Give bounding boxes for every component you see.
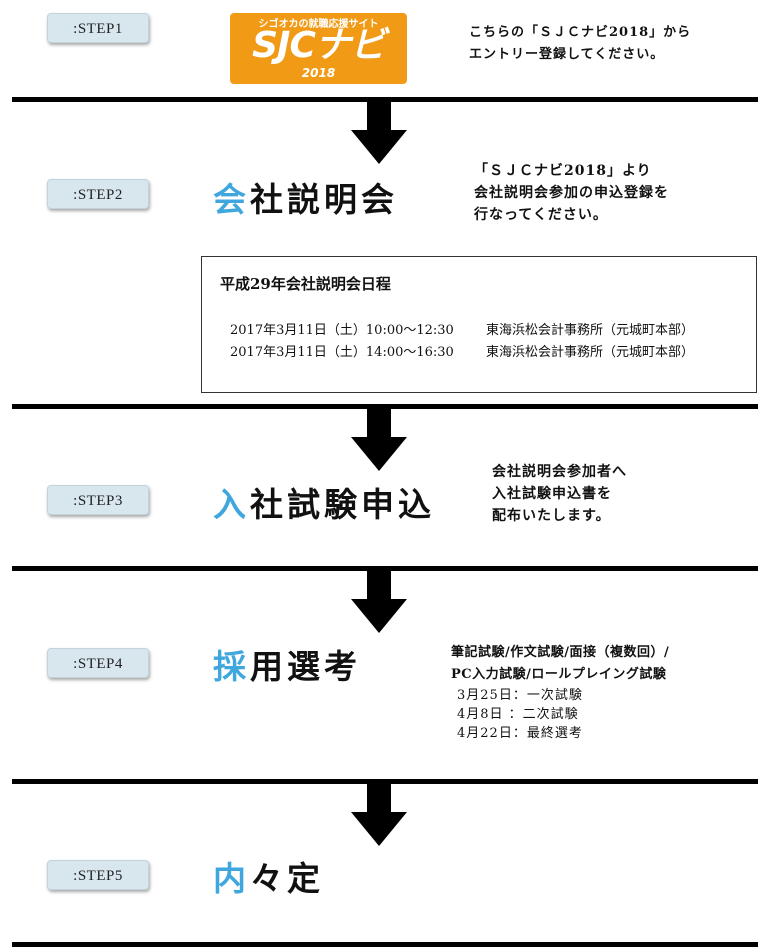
schedule-row: 2017年3月11日（土）14:00～16:30 東海浜松会計事務所（元城町本部） — [230, 341, 694, 360]
step1-desc-line: エントリー登録してください。 — [469, 47, 665, 62]
divider — [12, 566, 758, 571]
step4-title-first-char: 採 — [213, 647, 250, 686]
logo-main-text: SJCナビ — [252, 25, 386, 66]
step2-desc-line: 会社説明会参加の申込登録を — [474, 185, 669, 201]
exam-date-line: 4月8日 ：二次試験 — [457, 707, 579, 722]
step4-desc-line: PC入力試験/ロールプレイング試験 — [451, 667, 667, 682]
step2-title-rest: 社説明会 — [250, 180, 398, 219]
schedule-date: 2017年3月11日（土）14:00～16:30 — [230, 345, 454, 360]
step4-badge: :STEP4 — [47, 648, 149, 678]
down-arrow-icon — [351, 569, 407, 633]
schedule-row: 2017年3月11日（土）10:00～12:30 東海浜松会計事務所（元城町本部） — [230, 319, 694, 338]
sjc-navi-logo[interactable]: シゴオカの就職応援サイト SJCナビ 2018 — [230, 13, 407, 84]
exam-date-line: 4月22日：最終選考 — [457, 726, 583, 741]
schedule-place: 東海浜松会計事務所（元城町本部） — [486, 323, 695, 338]
step3-desc-line: 会社説明会参加者へ — [492, 464, 627, 480]
seminar-schedule-box: 平成29年会社説明会日程 2017年3月11日（土）10:00～12:30 東海浜… — [201, 256, 757, 393]
step3-title-rest: 社試験申込 — [250, 485, 435, 524]
step4-exam-schedule: 3月25日：一次試験 4月8日 ：二次試験 4月22日：最終選考 — [457, 686, 583, 743]
step3-desc-line: 入社試験申込書を — [492, 486, 612, 502]
step2-badge: :STEP2 — [47, 179, 149, 209]
step2-desc-line: 「ＳＪＣナビ2018」より — [474, 163, 652, 179]
step4-title: 採用選考 — [213, 640, 361, 688]
logo-year: 2018 — [301, 66, 336, 80]
down-arrow-icon — [351, 100, 407, 164]
logo-tagline: シゴオカの就職応援サイト — [258, 19, 379, 30]
down-arrow-icon — [351, 782, 407, 846]
step2-description: 「ＳＪＣナビ2018」より 会社説明会参加の申込登録を 行なってください。 — [474, 160, 669, 226]
divider — [12, 779, 758, 784]
step2-title-first-char: 会 — [213, 180, 250, 219]
step2-title: 会社説明会 — [213, 173, 398, 221]
divider — [12, 404, 758, 409]
schedule-title: 平成29年会社説明会日程 — [220, 275, 391, 293]
step4-description: 筆記試験/作文試験/面接（複数回）/ PC入力試験/ロールプレイング試験 — [451, 642, 669, 686]
step2-desc-line: 行なってください。 — [474, 207, 608, 223]
step3-badge: :STEP3 — [47, 485, 149, 515]
step5-title: 内々定 — [213, 852, 324, 900]
divider — [12, 97, 758, 102]
exam-date-line: 3月25日：一次試験 — [457, 688, 583, 703]
step3-title-first-char: 入 — [213, 485, 250, 524]
down-arrow-icon — [351, 407, 407, 471]
step5-title-rest: 々定 — [250, 859, 324, 898]
schedule-date: 2017年3月11日（土）10:00～12:30 — [230, 323, 454, 338]
step3-description: 会社説明会参加者へ 入社試験申込書を 配布いたします。 — [492, 461, 627, 527]
step1-description: こちらの「ＳＪＣナビ2018」から エントリー登録してください。 — [469, 22, 691, 66]
step1-desc-line: こちらの「ＳＪＣナビ2018」から — [469, 25, 692, 40]
step4-desc-line: 筆記試験/作文試験/面接（複数回）/ — [451, 645, 670, 660]
step3-desc-line: 配布いたします。 — [492, 508, 611, 524]
step5-title-first-char: 内 — [213, 859, 250, 898]
step5-badge: :STEP5 — [47, 860, 149, 890]
divider — [12, 942, 758, 947]
schedule-place: 東海浜松会計事務所（元城町本部） — [486, 345, 695, 360]
step3-title: 入社試験申込 — [213, 478, 435, 526]
step4-title-rest: 用選考 — [250, 647, 361, 686]
step1-badge: :STEP1 — [47, 13, 149, 43]
